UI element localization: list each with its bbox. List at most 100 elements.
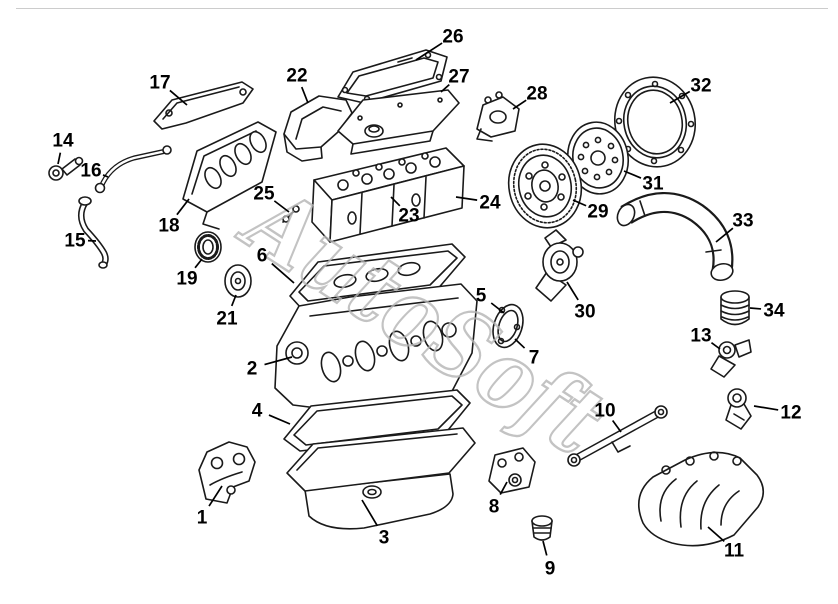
callout-leader-line <box>208 485 223 507</box>
callout-6: 6 <box>257 246 295 284</box>
callout-24: 24 <box>455 193 501 214</box>
callout-number: 31 <box>642 174 664 195</box>
callout-30: 30 <box>566 281 596 323</box>
callout-4: 4 <box>252 401 291 425</box>
callout-34: 34 <box>749 301 785 322</box>
callout-10: 10 <box>594 401 622 433</box>
callout-18: 18 <box>158 198 190 237</box>
callout-leader-line <box>512 99 527 110</box>
callout-23: 23 <box>390 196 420 227</box>
callout-25: 25 <box>253 184 290 213</box>
oil-pump-part <box>535 229 584 302</box>
callout-29: 29 <box>572 199 609 223</box>
callout-number: 15 <box>64 231 86 252</box>
callout-8: 8 <box>489 481 508 518</box>
callout-leader-line <box>176 198 190 216</box>
callout-number: 22 <box>286 66 307 87</box>
callout-5: 5 <box>476 286 505 314</box>
callout-number: 11 <box>724 541 745 562</box>
callout-22: 22 <box>286 66 309 104</box>
callout-leader-line <box>566 281 579 301</box>
callout-leader-line <box>361 499 379 527</box>
callout-12: 12 <box>753 403 802 424</box>
callout-leader-line <box>102 174 109 178</box>
callout-leader-line <box>268 414 291 425</box>
callout-leader-line <box>440 84 450 93</box>
callout-number: 8 <box>489 497 500 518</box>
callout-number: 17 <box>149 73 170 94</box>
top-divider <box>16 8 828 9</box>
callout-number: 24 <box>479 193 501 214</box>
callout-leader-line <box>710 342 721 350</box>
callout-number: 23 <box>398 206 419 227</box>
callout-leader-line <box>749 307 762 310</box>
callout-number: 14 <box>52 131 74 152</box>
callout-14: 14 <box>52 131 74 165</box>
callout-leader-line <box>271 262 295 284</box>
callout-17: 17 <box>149 73 188 106</box>
callout-number: 3 <box>379 528 390 549</box>
callout-leader-line <box>753 405 779 411</box>
callout-leader-line <box>499 481 508 495</box>
callout-19: 19 <box>176 258 203 290</box>
callout-leader-line <box>230 294 237 307</box>
callout-leader-line <box>57 152 62 165</box>
callout-number: 29 <box>587 202 608 223</box>
callout-number: 12 <box>780 403 801 424</box>
callout-9: 9 <box>542 540 555 580</box>
callout-number: 4 <box>252 401 263 422</box>
callout-28: 28 <box>512 84 548 110</box>
callout-2: 2 <box>247 356 293 380</box>
callout-26: 26 <box>415 27 464 61</box>
callout-number: 10 <box>594 401 615 422</box>
callout-number: 32 <box>690 76 711 97</box>
callout-3: 3 <box>361 499 390 549</box>
callout-27: 27 <box>440 67 470 93</box>
callout-leader-line <box>455 196 478 201</box>
side-plate-part <box>492 303 524 349</box>
callout-number: 6 <box>257 246 268 267</box>
filter-cap-part <box>720 290 750 326</box>
bracket-small-part <box>710 339 752 378</box>
callout-number: 25 <box>253 184 275 205</box>
callout-leader-line <box>490 302 505 314</box>
plug-part <box>531 515 553 541</box>
callout-33: 33 <box>715 211 754 243</box>
callout-number: 28 <box>526 84 547 105</box>
parts-layer <box>48 49 765 547</box>
callout-number: 7 <box>529 348 540 369</box>
callout-number: 34 <box>763 301 785 322</box>
callout-13: 13 <box>690 326 721 350</box>
valve-cover-part <box>337 89 460 155</box>
callout-leader-line <box>514 338 526 349</box>
seal-part <box>194 231 222 263</box>
callout-7: 7 <box>514 338 540 369</box>
callout-leader-line <box>194 258 203 269</box>
callout-leader-line <box>273 200 290 213</box>
callout-leader-line <box>572 199 587 207</box>
callout-15: 15 <box>64 231 97 252</box>
exhaust-manifold-part <box>182 121 277 230</box>
callout-number: 19 <box>176 269 197 290</box>
callout-number: 2 <box>247 359 258 380</box>
callout-number: 5 <box>476 286 487 307</box>
dipstick-tube-part <box>78 196 109 269</box>
callout-number: 21 <box>216 309 238 330</box>
pulley-part <box>224 264 252 298</box>
callout-32: 32 <box>669 76 712 104</box>
callout-leader-line <box>669 90 691 104</box>
callout-number: 1 <box>197 508 208 529</box>
fitting-part <box>48 156 84 181</box>
thermostat-housing-part <box>476 91 520 142</box>
callouts-layer: 1234567891011121314151617181921222324252… <box>52 27 801 580</box>
callout-leader-line <box>264 356 293 366</box>
valve-part <box>725 388 752 430</box>
callout-11: 11 <box>707 526 745 562</box>
pipe-part <box>94 145 172 194</box>
callout-leader-line <box>390 196 401 207</box>
callout-leader-line <box>169 89 188 106</box>
callout-1: 1 <box>197 485 223 529</box>
coolant-hose-part <box>616 192 734 282</box>
